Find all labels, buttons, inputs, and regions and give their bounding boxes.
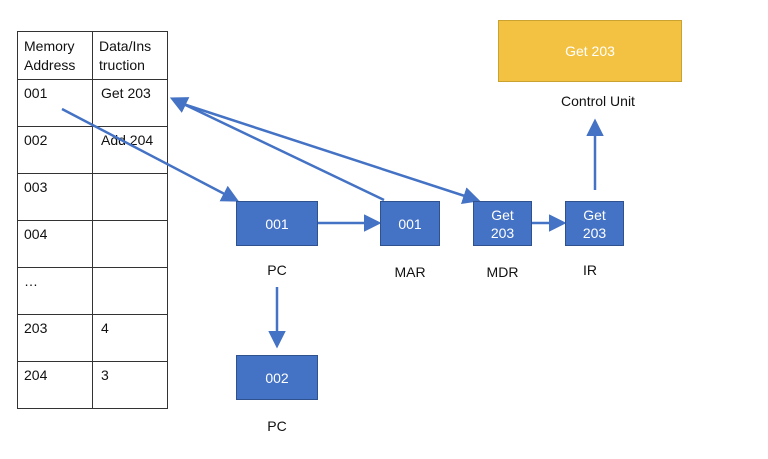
memory-table-header: Memory Address Data/Ins truction	[17, 31, 168, 80]
address-cell: 003	[17, 173, 93, 221]
mdr-register-box: Get 203	[473, 201, 532, 246]
pc-register-box: 001	[236, 201, 318, 246]
data-cell: Add 204	[92, 126, 168, 174]
table-row: 203 4	[17, 314, 168, 362]
arrow-memory-to-mdr	[173, 99, 481, 204]
pc-incremented-label: PC	[267, 418, 287, 434]
memory-table: Memory Address Data/Ins truction 001 Get…	[17, 31, 168, 409]
arrow-memory-to-pc	[61, 107, 240, 202]
table-row: 002 Add 204	[17, 126, 168, 174]
mar-register-box: 001	[380, 201, 440, 246]
data-cell: 4	[92, 314, 168, 362]
table-row: 001 Get 203	[17, 79, 168, 127]
table-row: 003	[17, 173, 168, 221]
arrow-mar-to-memory	[169, 97, 385, 202]
table-row: 204 3	[17, 361, 168, 409]
pc-incremented-box: 002	[236, 355, 318, 400]
data-cell	[92, 220, 168, 268]
data-cell: 3	[92, 361, 168, 409]
control-unit-label: Control Unit	[561, 93, 635, 109]
data-cell: Get 203	[92, 79, 168, 127]
table-row: …	[17, 267, 168, 315]
pc-label: PC	[267, 262, 287, 278]
control-unit-box: Get 203	[498, 20, 682, 82]
header-memory-address: Memory Address	[17, 31, 93, 80]
address-cell: …	[17, 267, 93, 315]
address-cell: 204	[17, 361, 93, 409]
ir-register-box: Get 203	[565, 201, 624, 246]
mar-label: MAR	[394, 264, 426, 280]
address-cell: 002	[17, 126, 93, 174]
mdr-label: MDR	[486, 264, 519, 280]
header-data-instruction: Data/Ins truction	[92, 31, 168, 80]
ir-label: IR	[583, 262, 597, 278]
data-cell	[92, 267, 168, 315]
data-cell	[92, 173, 168, 221]
